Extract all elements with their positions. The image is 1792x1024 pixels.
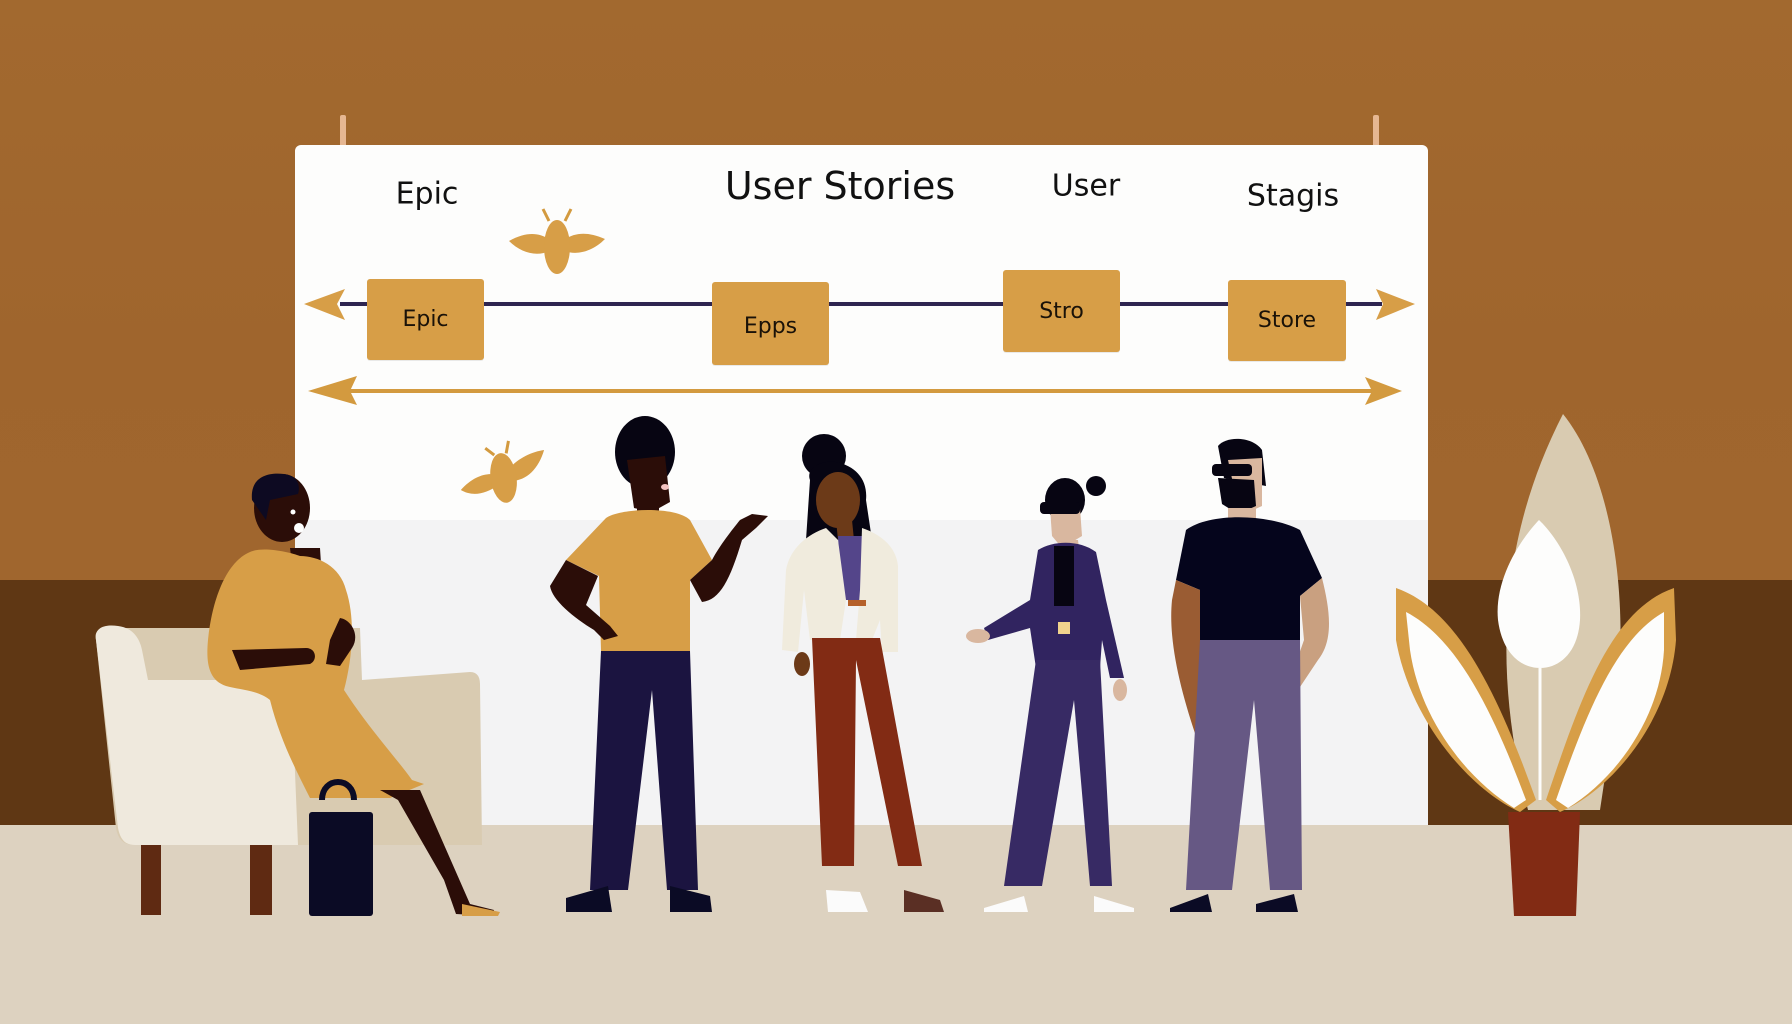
story-card[interactable]: Epps [712, 282, 829, 365]
heading-stagis: Stagis [1246, 178, 1340, 214]
story-card[interactable]: Epic [367, 279, 484, 360]
heading-user-stories: User Stories [724, 164, 956, 208]
heading-user: User [1051, 168, 1121, 204]
potted-plant [1396, 414, 1676, 916]
person-woman-purple-suit [966, 476, 1134, 912]
person-seated-woman [207, 473, 500, 916]
timeline-navy-line [340, 302, 1382, 306]
board-pin-right [1373, 115, 1379, 151]
person-man-yellow-shirt [550, 416, 768, 912]
board-pin-left [340, 115, 346, 151]
bee-icon [460, 440, 545, 503]
story-card[interactable]: Store [1228, 280, 1346, 361]
tote-bag [309, 779, 373, 916]
bee-icon [509, 208, 605, 274]
floor [0, 825, 1792, 1024]
person-bearded-man [1170, 438, 1329, 912]
story-card[interactable]: Stro [1003, 270, 1120, 352]
timeline-gold-line [330, 389, 1390, 393]
heading-epic: Epic [395, 176, 459, 212]
person-woman-cream-jacket [782, 434, 944, 912]
